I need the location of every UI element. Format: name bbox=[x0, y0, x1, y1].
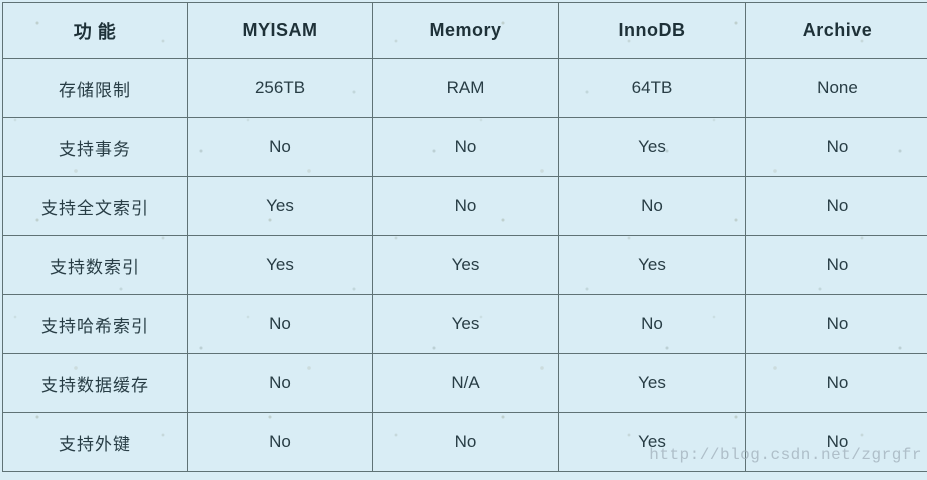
feature-cell: 支持事务 bbox=[2, 117, 188, 177]
value-cell: No bbox=[372, 412, 559, 472]
feature-cell: 存储限制 bbox=[2, 58, 188, 118]
value-cell: Yes bbox=[558, 117, 746, 177]
value-cell: Yes bbox=[372, 294, 559, 354]
value-cell: No bbox=[187, 412, 373, 472]
column-header-myisam: MYISAM bbox=[187, 2, 373, 59]
table-row: 支持全文索引 Yes No No No bbox=[2, 176, 927, 236]
feature-cell: 支持数据缓存 bbox=[2, 353, 188, 413]
table-row: 支持哈希索引 No Yes No No bbox=[2, 294, 927, 354]
table-row: 支持外键 No No Yes No bbox=[2, 412, 927, 472]
value-cell: N/A bbox=[372, 353, 559, 413]
value-cell: Yes bbox=[187, 176, 373, 236]
table-row: 存储限制 256TB RAM 64TB None bbox=[2, 58, 927, 118]
value-cell: Yes bbox=[558, 412, 746, 472]
storage-engine-comparison-table: 功 能 MYISAM Memory InnoDB Archive 存储限制 25… bbox=[2, 2, 927, 472]
feature-cell: 支持哈希索引 bbox=[2, 294, 188, 354]
value-cell: No bbox=[372, 176, 559, 236]
column-header-innodb: InnoDB bbox=[558, 2, 746, 59]
value-cell: Yes bbox=[558, 235, 746, 295]
value-cell: No bbox=[745, 412, 927, 472]
value-cell: 64TB bbox=[558, 58, 746, 118]
value-cell: 256TB bbox=[187, 58, 373, 118]
value-cell: No bbox=[187, 117, 373, 177]
value-cell: No bbox=[187, 353, 373, 413]
column-header-memory: Memory bbox=[372, 2, 559, 59]
feature-cell: 支持数索引 bbox=[2, 235, 188, 295]
value-cell: Yes bbox=[372, 235, 559, 295]
column-header-feature: 功 能 bbox=[2, 2, 188, 59]
feature-cell: 支持全文索引 bbox=[2, 176, 188, 236]
value-cell: RAM bbox=[372, 58, 559, 118]
value-cell: No bbox=[745, 353, 927, 413]
value-cell: No bbox=[558, 176, 746, 236]
value-cell: No bbox=[187, 294, 373, 354]
feature-cell: 支持外键 bbox=[2, 412, 188, 472]
value-cell: No bbox=[558, 294, 746, 354]
table-row: 支持数据缓存 No N/A Yes No bbox=[2, 353, 927, 413]
header-row: 功 能 MYISAM Memory InnoDB Archive bbox=[2, 2, 927, 59]
value-cell: No bbox=[745, 235, 927, 295]
value-cell: Yes bbox=[558, 353, 746, 413]
table-row: 支持事务 No No Yes No bbox=[2, 117, 927, 177]
value-cell: No bbox=[745, 176, 927, 236]
table-row: 支持数索引 Yes Yes Yes No bbox=[2, 235, 927, 295]
value-cell: No bbox=[745, 294, 927, 354]
value-cell: No bbox=[372, 117, 559, 177]
value-cell: No bbox=[745, 117, 927, 177]
column-header-archive: Archive bbox=[745, 2, 927, 59]
value-cell: None bbox=[745, 58, 927, 118]
value-cell: Yes bbox=[187, 235, 373, 295]
